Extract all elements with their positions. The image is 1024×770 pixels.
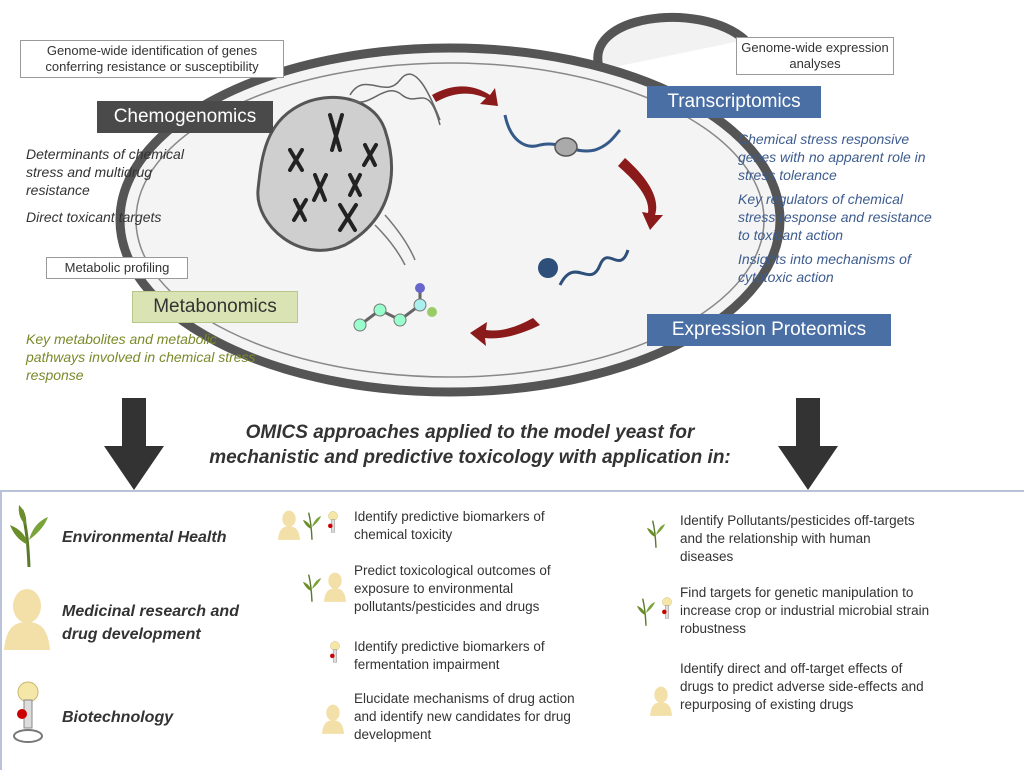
genome-wide-expression-box: Genome-wide expression analyses (736, 37, 894, 75)
right-item: Identify Pollutants/pesticides off-targe… (680, 513, 915, 564)
right-item-1-icons (646, 518, 666, 548)
chemogenomics-note: Direct toxicant targets (26, 209, 162, 225)
plant-icon (302, 574, 322, 602)
metabonomics-note: Key metabolites and metabolic pathways i… (26, 331, 256, 383)
transcriptomics-note: Chemical stress responsive genes with no… (738, 131, 926, 183)
headline-line-1: OMICS approaches applied to the model ye… (245, 422, 695, 443)
person-icon (322, 704, 344, 734)
right-item: Identify direct and off-target effects o… (680, 661, 924, 712)
chemogenomics-note: Determinants of chemical stress and mult… (26, 146, 184, 198)
plant-icon (8, 505, 50, 572)
middle-item-4-icons (322, 704, 344, 734)
genome-wide-identification-box: Genome-wide identification of genes conf… (20, 40, 284, 78)
headline-line-2: mechanistic and predictive toxicology wi… (209, 447, 731, 468)
flask-icon (8, 680, 48, 749)
cell-bud (593, 12, 748, 72)
middle-item: Identify predictive biomarkers of chemic… (354, 509, 545, 542)
protein-globule (538, 258, 558, 278)
chemogenomics-notes: Determinants of chemical stress and mult… (26, 145, 216, 226)
transcriptomics-note: Insights into mechanisms of cytotoxic ac… (738, 251, 911, 285)
chromosomes (288, 113, 378, 232)
person-icon (4, 588, 50, 655)
cycle-arrows (432, 86, 663, 346)
flask-icon (662, 597, 672, 619)
applications-panel (0, 490, 1024, 770)
metabolite-molecule (353, 283, 437, 332)
flask-icon (328, 511, 338, 533)
middle-item-1-icons (278, 510, 342, 540)
down-arrow-right (778, 398, 838, 490)
transcriptomics-note: Key regulators of chemical stress respon… (738, 191, 932, 243)
app-label-biotechnology: Biotechnology (62, 709, 174, 726)
middle-item-3-icons (326, 640, 344, 670)
transcriptomics-label: Transcriptomics (647, 86, 821, 118)
right-item: Find targets for genetic manipulation to… (680, 585, 930, 636)
middle-item-2-icons (302, 572, 346, 602)
headline: OMICS approaches applied to the model ye… (170, 420, 770, 470)
transcriptomics-notes: Chemical stress responsive genes with no… (738, 130, 938, 286)
person-icon (324, 572, 346, 602)
expression-proteomics-label: Expression Proteomics (647, 314, 891, 346)
app-label-medicinal-research: Medicinal research and drug development (62, 603, 239, 643)
chemogenomics-label: Chemogenomics (97, 101, 273, 133)
ribosome (554, 137, 578, 157)
right-item-2-icons (636, 596, 676, 626)
cell-membrane (135, 62, 765, 378)
right-item-3-icons (650, 686, 672, 716)
protein-chain (558, 249, 630, 286)
middle-item: Identify predictive biomarkers of fermen… (354, 639, 545, 672)
down-arrow-left (104, 398, 164, 490)
metabolic-profiling-box: Metabolic profiling (46, 257, 188, 279)
plant-icon (302, 512, 322, 540)
person-icon (278, 510, 300, 540)
plant-icon (646, 520, 666, 548)
person-icon (650, 686, 672, 716)
metabonomics-notes: Key metabolites and metabolic pathways i… (26, 330, 256, 384)
metabonomics-label: Metabonomics (132, 291, 298, 323)
app-label-environmental-health: Environmental Health (62, 529, 227, 546)
flask-icon (330, 641, 340, 663)
middle-item: Elucidate mechanisms of drug action and … (354, 691, 575, 742)
middle-item: Predict toxicological outcomes of exposu… (354, 563, 551, 614)
plant-icon (636, 598, 656, 626)
dna-helix (349, 73, 441, 126)
